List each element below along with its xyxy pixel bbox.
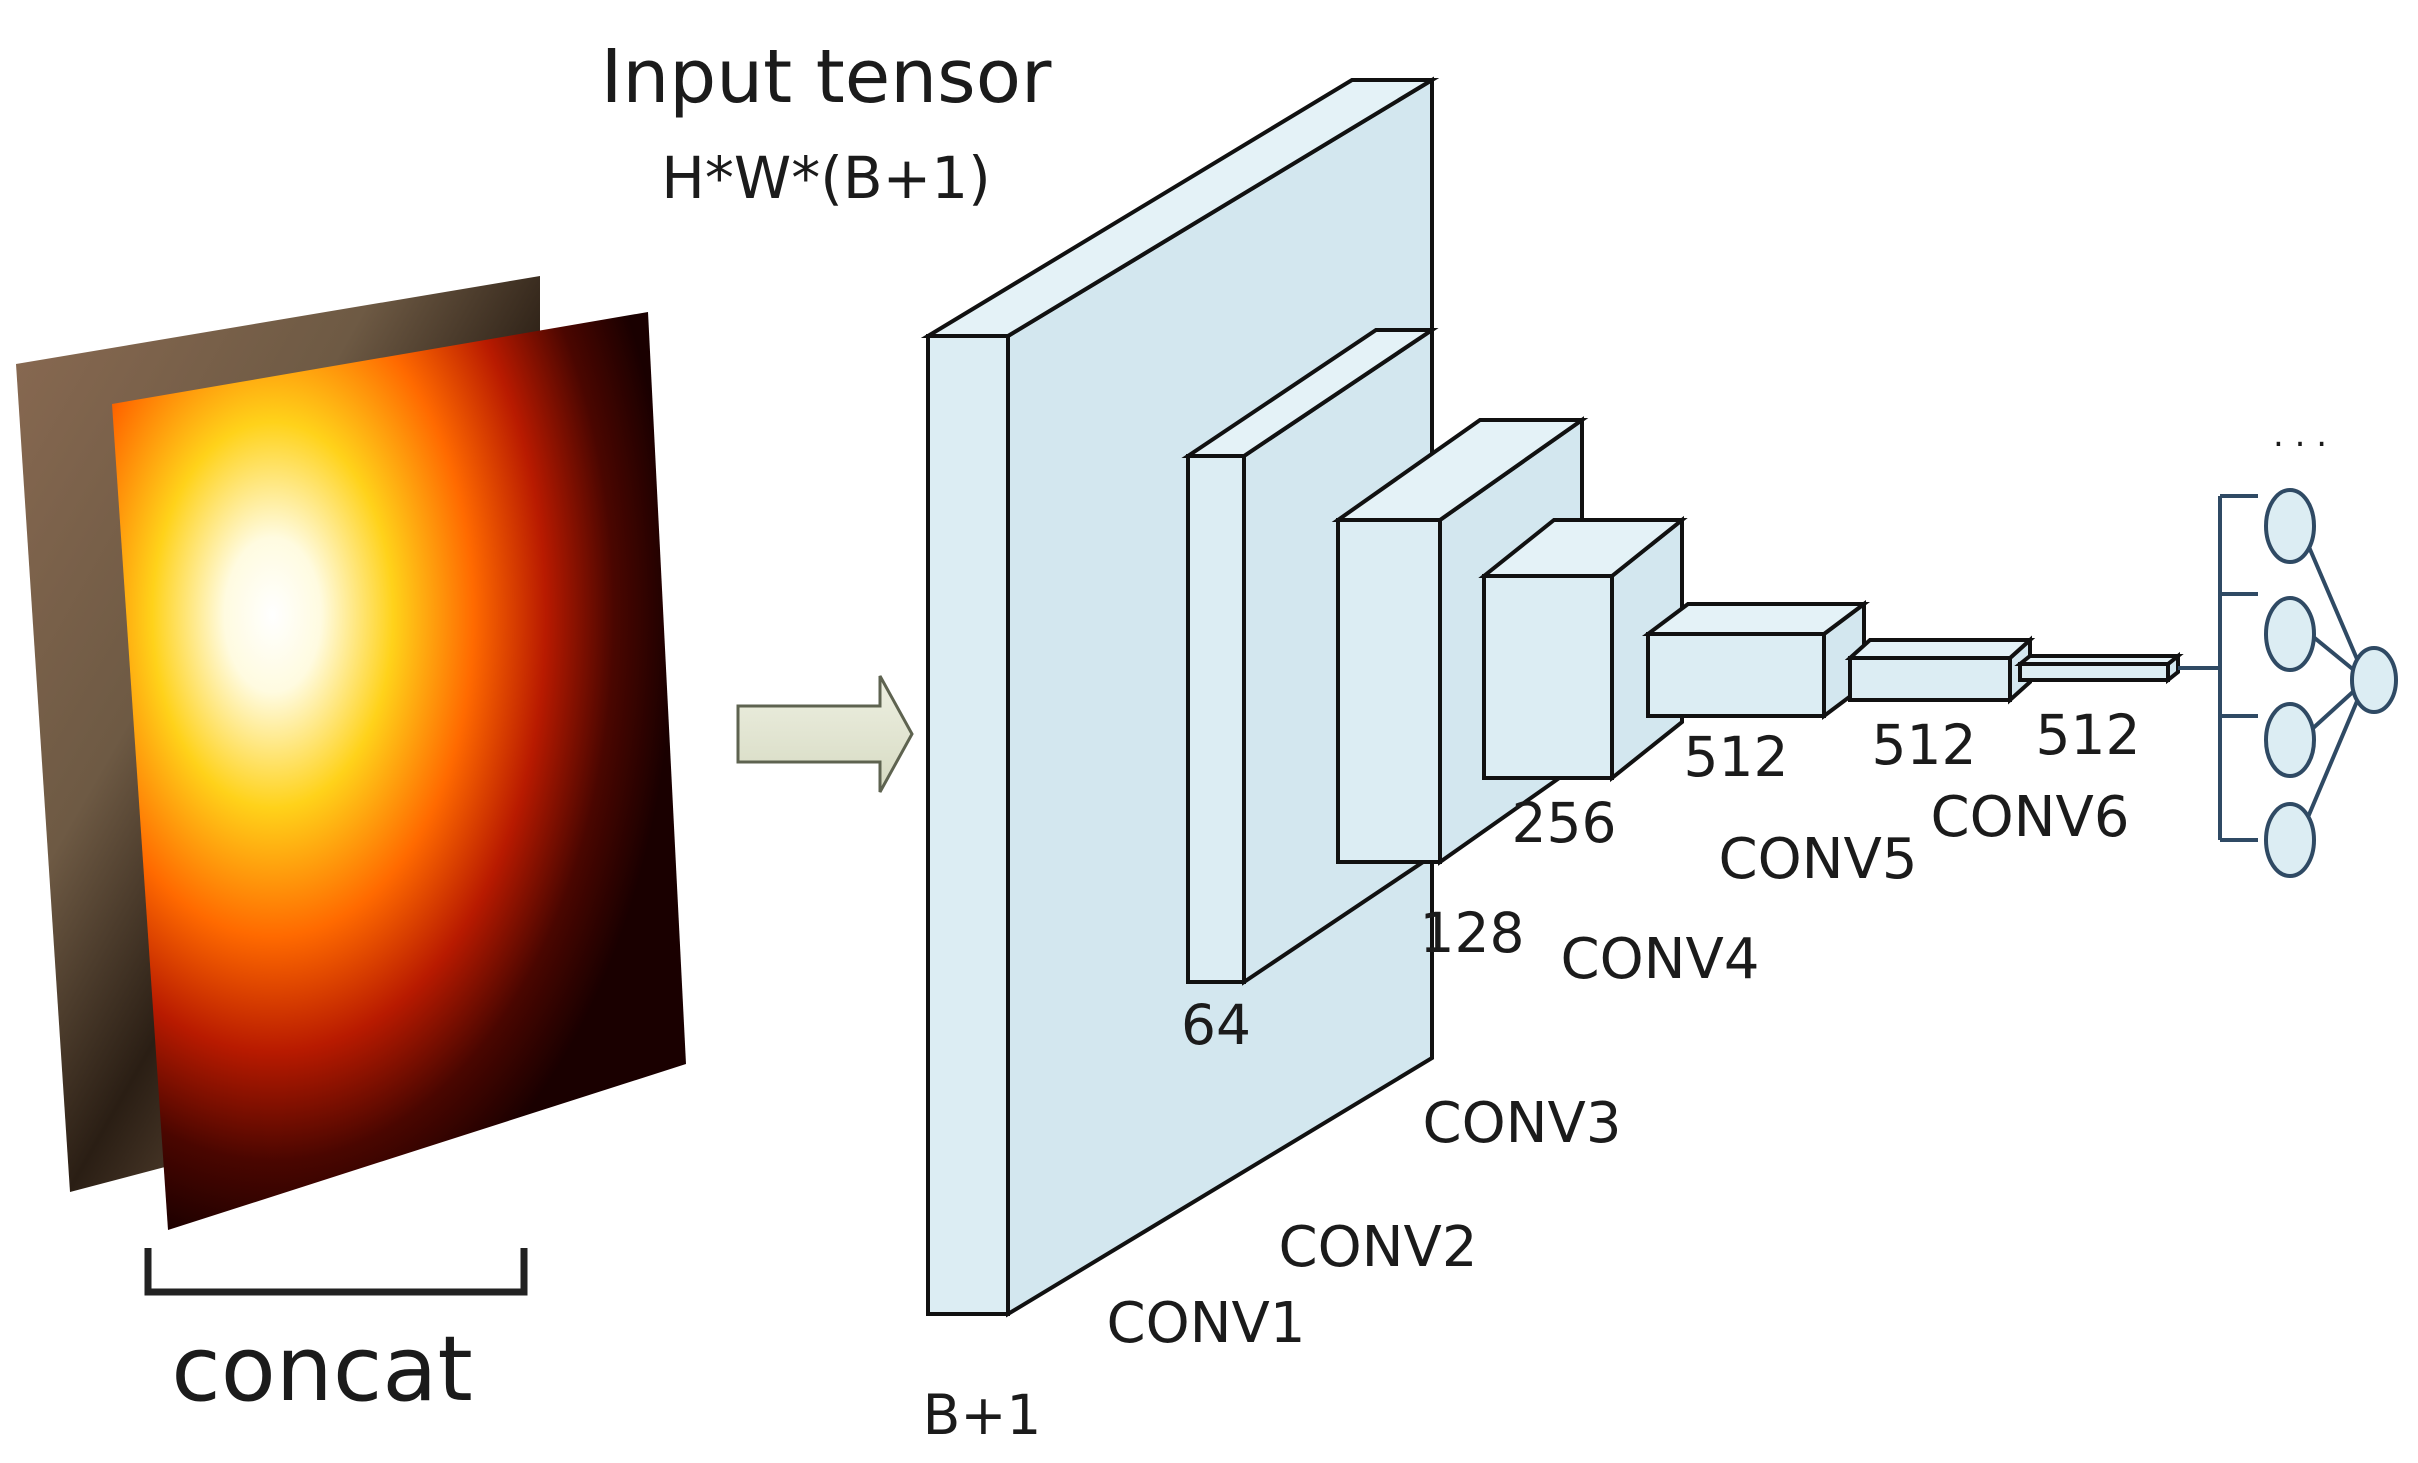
channel-label: 512 <box>1684 725 1789 789</box>
output-node <box>2350 646 2398 714</box>
concat-bracket <box>144 1248 528 1296</box>
channel-label: 512 <box>1872 713 1977 777</box>
channel-label: 512 <box>2036 703 2141 767</box>
layer-label: CONV3 <box>1422 1091 1621 1156</box>
fc-ellipsis: . . . <box>2273 415 2327 455</box>
concat-label: concat <box>171 1317 473 1422</box>
heatmap-image-layer <box>112 312 686 1230</box>
layer-label: CONV6 <box>1930 785 2129 850</box>
input-depth-label: B+1 <box>923 1383 1042 1447</box>
input-tensor-shape: H*W*(B+1) <box>661 144 991 212</box>
channel-label: 128 <box>1420 901 1525 965</box>
conv4-block <box>1642 600 1870 720</box>
layer-label: CONV4 <box>1560 927 1759 992</box>
fc-node <box>2264 702 2316 778</box>
input-tensor-title: Input tensor <box>601 34 1052 120</box>
input-images <box>16 276 686 1230</box>
layer-label: CONV1 <box>1106 1291 1305 1356</box>
fc-node <box>2264 488 2316 564</box>
conv5-block <box>1844 635 2036 705</box>
channel-label: 256 <box>1512 791 1617 855</box>
fc-node <box>2264 596 2316 672</box>
channel-label: 64 <box>1181 993 1251 1057</box>
fully-connected-head <box>2178 488 2398 878</box>
layer-label: CONV2 <box>1278 1215 1477 1280</box>
flow-arrow <box>736 675 914 793</box>
fc-node <box>2264 802 2316 878</box>
conv6-block <box>2014 651 2184 685</box>
layer-label: CONV5 <box>1718 827 1917 892</box>
